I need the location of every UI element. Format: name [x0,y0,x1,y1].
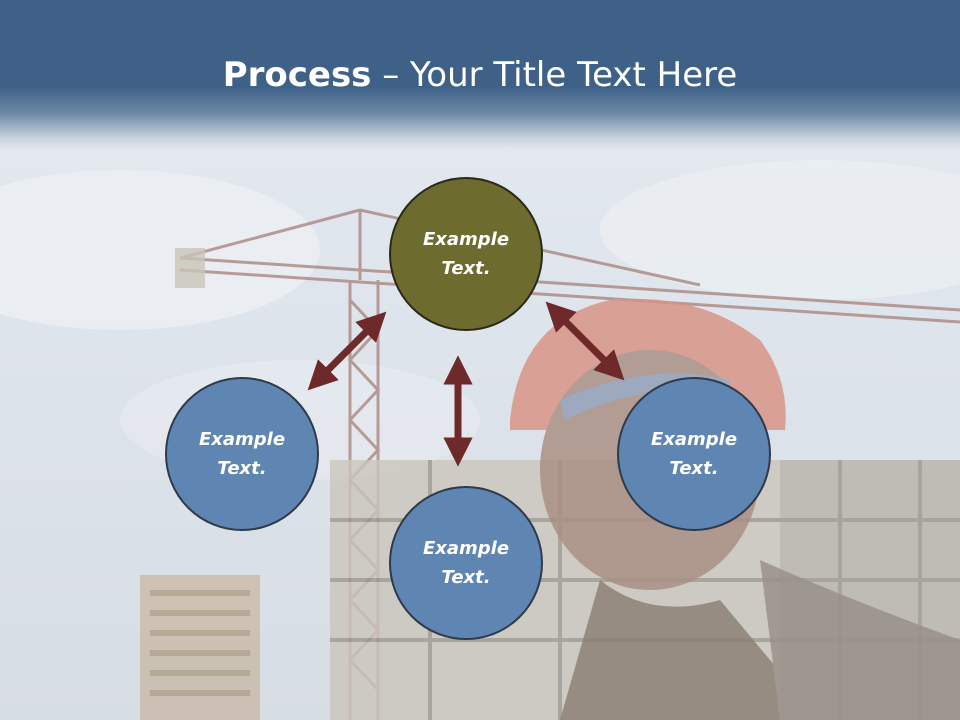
process-node-bottom[interactable]: Example Text. [389,486,543,640]
title-banner [0,0,960,150]
process-node-top-label: Example Text. [422,229,510,279]
process-node-left-label: Example Text. [198,429,286,479]
process-node-right[interactable]: Example Text. [617,377,771,531]
title-bold-text: Process [222,55,372,95]
process-node-top[interactable]: Example Text. [389,177,543,331]
process-node-right-label: Example Text. [650,429,738,479]
slide-title: Process – Your Title Text Here [0,52,960,98]
title-rest-text: – Your Title Text Here [371,55,738,95]
arrow-left-top [307,311,387,391]
process-node-bottom-label: Example Text. [422,538,510,588]
arrow-top-right [545,301,625,381]
process-node-left[interactable]: Example Text. [165,377,319,531]
